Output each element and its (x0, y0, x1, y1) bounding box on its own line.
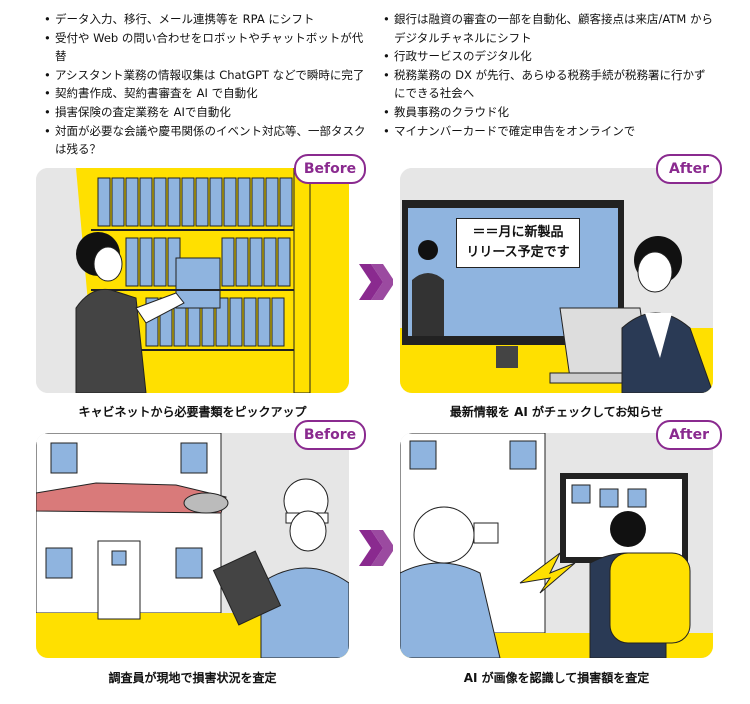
bullet-item: 受付や Web の問い合わせをロボットやチャットボットが代替 (44, 29, 374, 66)
ai-assessment-illustration (400, 433, 713, 658)
inspector-illustration (36, 433, 349, 658)
bullet-item: 教員事務のクラウド化 (383, 103, 713, 122)
screen-text-line: ＝＝月に新製品 (472, 225, 564, 240)
caption-inspector: 調査員が現地で損害状況を査定 (108, 671, 277, 685)
caption-ai-news: 最新情報を AI がチェックしてお知らせ (449, 405, 664, 419)
before-badge: Before (294, 420, 366, 450)
screen-notification: ＝＝月に新製品 リリース予定です (456, 218, 580, 268)
caption-cabinet: キャビネットから必要書類をピックアップ (78, 405, 307, 419)
bullet-item: 契約書作成、契約書審査を AI で自動化 (44, 84, 374, 103)
bullet-item: マイナンバーカードで確定申告をオンラインで (383, 122, 713, 141)
after-bullet-list: 銀行は融資の審査の一部を自動化、顧客接点は来店/ATM からデジタルチャネルにシ… (383, 10, 713, 140)
bullet-item: アシスタント業務の情報収集は ChatGPT などで瞬時に完了 (44, 66, 374, 85)
bullet-item: 対面が必要な会議や慶弔関係のイベント対応等、一部タスクは残る？ (44, 122, 374, 159)
ai-news-illustration (400, 168, 713, 393)
caption-ai-assessment: AI が画像を認識して損害額を査定 (463, 671, 650, 685)
bullet-item: 行政サービスのデジタル化 (383, 47, 713, 66)
double-chevron-right-icon (359, 530, 393, 566)
after-badge: After (656, 154, 722, 184)
before-bullet-list: データ入力、移行、メール連携等を RPA にシフト 受付や Web の問い合わせ… (44, 10, 374, 159)
bullet-item: 税務業務の DX が先行、あらゆる税務手続が税務署に行かずにできる社会へ (383, 66, 713, 103)
screen-text-line: リリース予定です (466, 245, 570, 260)
after-badge: After (656, 420, 722, 450)
cabinet-illustration (36, 168, 349, 393)
before-badge: Before (294, 154, 366, 184)
bullet-item: 損害保険の査定業務を AIで自動化 (44, 103, 374, 122)
double-chevron-right-icon (359, 264, 393, 300)
bullet-item: 銀行は融資の審査の一部を自動化、顧客接点は来店/ATM からデジタルチャネルにシ… (383, 10, 713, 47)
bullet-item: データ入力、移行、メール連携等を RPA にシフト (44, 10, 374, 29)
